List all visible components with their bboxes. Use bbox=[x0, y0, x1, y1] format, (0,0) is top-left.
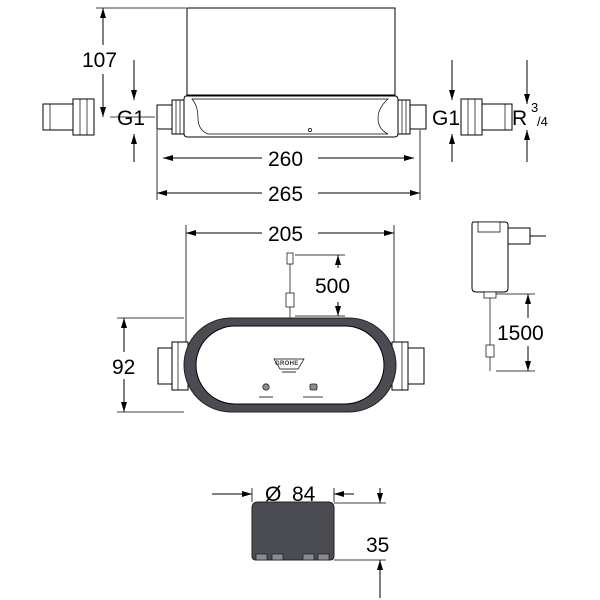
right-stub bbox=[409, 104, 427, 130]
arrow-84-right bbox=[334, 491, 344, 497]
arrow-265-right bbox=[410, 190, 420, 196]
grohe-logo: GROHE bbox=[273, 358, 305, 373]
label-r-denominator: /4 bbox=[537, 114, 548, 129]
label-265: 265 bbox=[268, 183, 303, 206]
right-nut bbox=[397, 99, 411, 135]
cable-plug-top bbox=[286, 252, 294, 265]
arrow-g1-left-top bbox=[131, 90, 137, 100]
label-r: R bbox=[512, 107, 527, 130]
left-nut bbox=[171, 99, 185, 135]
arrow-35-bottom bbox=[377, 560, 383, 570]
adapter-top-cap bbox=[477, 221, 501, 233]
arrow-r34-bottom bbox=[524, 130, 530, 140]
housing-box bbox=[186, 7, 396, 96]
side-view: 107 G1 G1 R 3 /4 260 265 bbox=[42, 7, 548, 206]
adapter-body bbox=[471, 221, 509, 293]
arrow-r34-top bbox=[524, 94, 530, 104]
power-adapter: 1500 bbox=[471, 221, 546, 372]
label-35: 35 bbox=[366, 534, 389, 557]
label-84-symbol: Ø bbox=[265, 483, 281, 506]
label-107: 107 bbox=[82, 49, 117, 72]
arrow-35-top bbox=[377, 493, 383, 503]
arrow-g1-right-top bbox=[449, 90, 455, 100]
label-g1-left: G1 bbox=[117, 107, 145, 130]
right-fitting-nut bbox=[460, 98, 483, 136]
label-r-numerator: 3 bbox=[531, 100, 538, 115]
sensor-body bbox=[251, 501, 335, 561]
adapter-cable-plug bbox=[485, 344, 495, 358]
arrow-92-top bbox=[121, 318, 127, 328]
label-1500: 1500 bbox=[497, 322, 544, 345]
arrow-260-left bbox=[163, 155, 173, 161]
arrow-260-right bbox=[404, 155, 414, 161]
arrow-1500-top bbox=[525, 294, 531, 304]
arrow-265-left bbox=[157, 190, 167, 196]
adapter-cable-base bbox=[483, 291, 497, 299]
right-fitting-pipe bbox=[481, 103, 513, 131]
label-84: 84 bbox=[292, 483, 316, 506]
water-sensor: Ø 84 35 bbox=[212, 483, 389, 598]
arrow-92-bottom bbox=[121, 402, 127, 412]
sensor-foot-4 bbox=[317, 553, 330, 561]
arrow-84-left bbox=[242, 491, 252, 497]
arrow-107-top bbox=[100, 8, 106, 18]
arrow-500-bottom bbox=[335, 306, 341, 316]
arrow-500-top bbox=[335, 255, 341, 265]
sensor-foot-2 bbox=[271, 553, 284, 561]
adapter-plug-base bbox=[507, 227, 531, 245]
body-screw bbox=[308, 128, 312, 132]
label-92: 92 bbox=[112, 356, 135, 379]
arrow-205-left bbox=[186, 230, 196, 236]
label-205: 205 bbox=[268, 223, 303, 246]
left-stub bbox=[156, 104, 173, 130]
label-g1-right: G1 bbox=[432, 107, 460, 130]
logo-text: GROHE bbox=[275, 361, 299, 367]
left-fitting-pipe bbox=[42, 103, 74, 131]
label-260: 260 bbox=[268, 148, 303, 171]
sensor-foot-3 bbox=[302, 553, 315, 561]
arrow-107-bottom bbox=[100, 107, 106, 117]
front-right-stub bbox=[407, 347, 425, 385]
arrow-g1-left-bottom bbox=[131, 134, 137, 144]
wifi-indicator-icon bbox=[262, 383, 270, 391]
water-indicator-icon bbox=[309, 383, 318, 391]
front-left-stub bbox=[157, 347, 173, 385]
logo-shape bbox=[273, 358, 305, 370]
left-fitting-nut bbox=[72, 98, 95, 136]
front-view: 205 500 GROHE bbox=[112, 223, 425, 413]
arrow-1500-bottom bbox=[525, 361, 531, 371]
cable-plug-bottom bbox=[285, 292, 295, 308]
body-inner-contour bbox=[191, 98, 389, 135]
arrow-205-right bbox=[384, 230, 394, 236]
sensor-foot-1 bbox=[255, 553, 268, 561]
arrow-g1-right-bottom bbox=[449, 134, 455, 144]
label-500: 500 bbox=[315, 275, 350, 298]
